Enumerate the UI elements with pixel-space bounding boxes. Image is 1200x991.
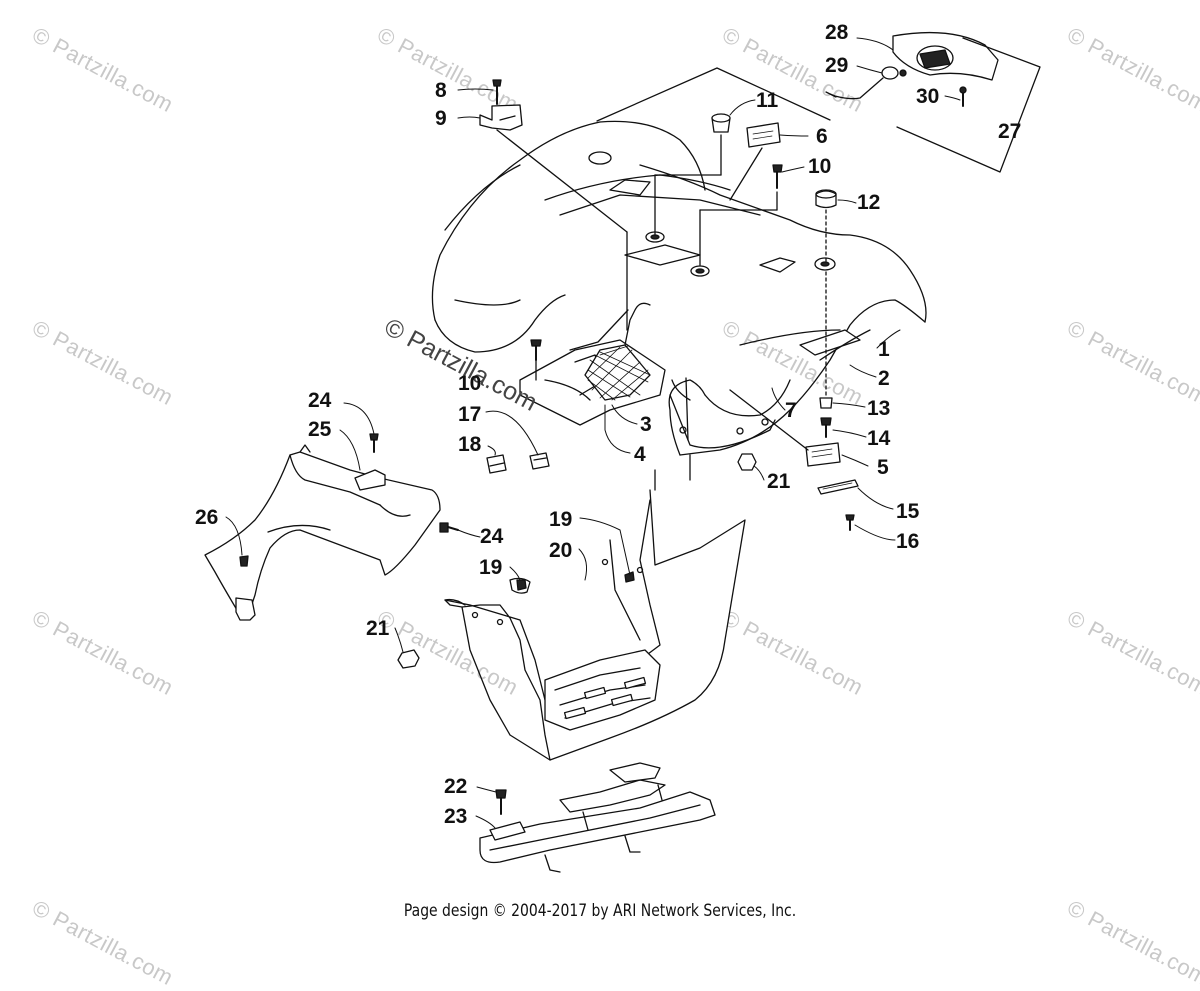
callout-22[interactable]: 22 — [444, 775, 468, 798]
callout-23[interactable]: 23 — [444, 805, 468, 828]
callout-19-lower[interactable]: 19 — [479, 556, 503, 579]
callout-21-lower[interactable]: 21 — [366, 617, 390, 640]
callout-1[interactable]: 1 — [878, 338, 890, 361]
callout-20[interactable]: 20 — [549, 539, 573, 562]
callout-2[interactable]: 2 — [878, 367, 890, 390]
callout-10-lower[interactable]: 10 — [458, 372, 482, 395]
callout-25[interactable]: 25 — [308, 418, 332, 441]
callout-8[interactable]: 8 — [435, 79, 447, 102]
callout-4[interactable]: 4 — [634, 443, 646, 466]
callout-24[interactable]: 24 — [308, 389, 332, 412]
callout-9[interactable]: 9 — [435, 107, 447, 130]
callout-17[interactable]: 17 — [458, 403, 482, 426]
callout-7[interactable]: 7 — [785, 399, 797, 422]
side-panel — [204, 433, 459, 621]
callout-10[interactable]: 10 — [808, 155, 832, 178]
footrest-bracket — [479, 762, 716, 873]
callout-26[interactable]: 26 — [195, 506, 219, 529]
footwell-floorboard — [397, 454, 746, 761]
callout-30[interactable]: 30 — [916, 85, 940, 108]
callout-19[interactable]: 19 — [549, 508, 573, 531]
bracket-clip — [479, 79, 628, 331]
callout-3[interactable]: 3 — [640, 413, 652, 436]
rear-fender — [431, 120, 927, 456]
callout-13[interactable]: 13 — [867, 397, 891, 420]
callout-28[interactable]: 28 — [825, 21, 849, 44]
callout-24-lower[interactable]: 24 — [480, 525, 504, 548]
group-brackets — [596, 37, 1041, 173]
grommet-and-decal — [486, 113, 859, 531]
parts-line-art — [204, 31, 1041, 873]
callout-12[interactable]: 12 — [857, 191, 881, 214]
callout-16[interactable]: 16 — [896, 530, 920, 553]
callout-5[interactable]: 5 — [877, 456, 889, 479]
callout-11[interactable]: 11 — [756, 89, 779, 112]
callout-27[interactable]: 27 — [998, 120, 1022, 143]
footer-copyright: Page design © 2004-2017 by ARI Network S… — [403, 901, 797, 921]
taillight-assembly — [825, 31, 999, 107]
callout-21[interactable]: 21 — [767, 470, 791, 493]
under-tray — [519, 302, 666, 426]
parts-diagram: © Partzilla.com © Partzilla.com © Partzi… — [28, 21, 1200, 990]
callout-6[interactable]: 6 — [816, 125, 828, 148]
callout-15[interactable]: 15 — [896, 500, 920, 523]
callout-18[interactable]: 18 — [458, 433, 482, 456]
leader-lines — [225, 37, 961, 829]
callout-29[interactable]: 29 — [825, 54, 849, 77]
callout-14[interactable]: 14 — [867, 427, 891, 450]
